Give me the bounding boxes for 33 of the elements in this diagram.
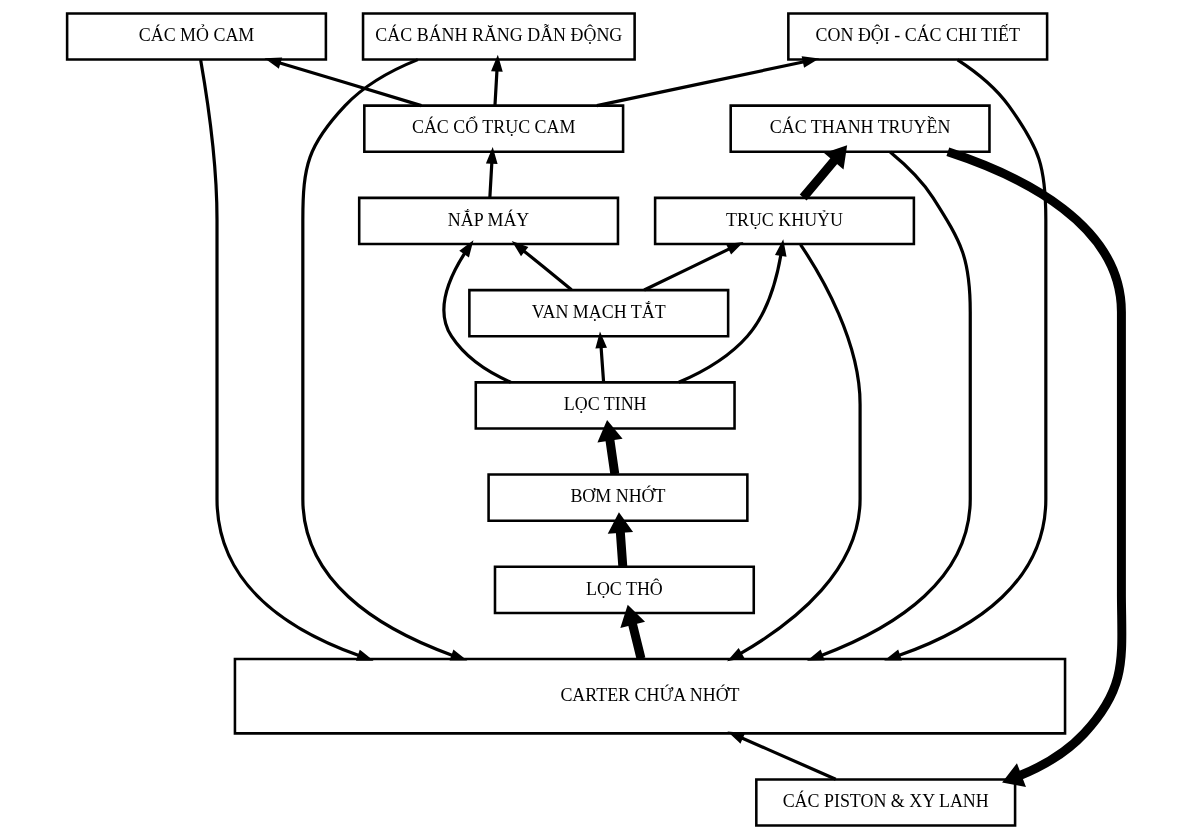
node-box: LỌC THÔ	[493, 565, 756, 615]
arrow	[807, 150, 972, 661]
node-box: CÁC BÁNH RĂNG DẪN ĐỘNG	[361, 12, 636, 61]
arrow	[607, 512, 634, 567]
arrow	[485, 147, 498, 198]
arrow	[264, 57, 422, 108]
node-box: CÁC THANH TRUYỀN	[729, 104, 991, 154]
node-box: CON ĐỘI - CÁC CHI TIẾT	[787, 12, 1049, 61]
arrow	[491, 54, 503, 106]
arrow	[199, 59, 374, 661]
arrow	[884, 58, 1048, 661]
node-box: CÁC PISTON & XY LANH	[755, 778, 1017, 827]
arrow	[643, 242, 744, 292]
arrow	[727, 243, 862, 662]
node-box: LỌC TINH	[474, 381, 736, 430]
arrow	[727, 731, 837, 781]
arrow	[301, 58, 468, 661]
arrow	[442, 240, 512, 384]
node-box: VAN MẠCH TẮT	[468, 288, 730, 338]
arrow	[799, 145, 848, 201]
arrow	[596, 56, 820, 108]
node-box: NẮP MÁY	[357, 196, 620, 246]
arrow	[595, 331, 607, 383]
node-box: CÁC CỔ TRỤC CAM	[363, 104, 625, 154]
arrow	[620, 604, 646, 660]
arrow	[946, 147, 1127, 787]
node-box: CÁC MỎ CAM	[65, 12, 328, 61]
node-box: BƠM NHỚT	[487, 473, 749, 522]
arrow	[597, 420, 623, 475]
node-box: CARTER CHỨA NHỚT	[233, 657, 1067, 735]
node-box: TRỤC KHUỶU	[653, 196, 916, 246]
arrow	[678, 239, 787, 384]
arrow	[511, 241, 573, 291]
